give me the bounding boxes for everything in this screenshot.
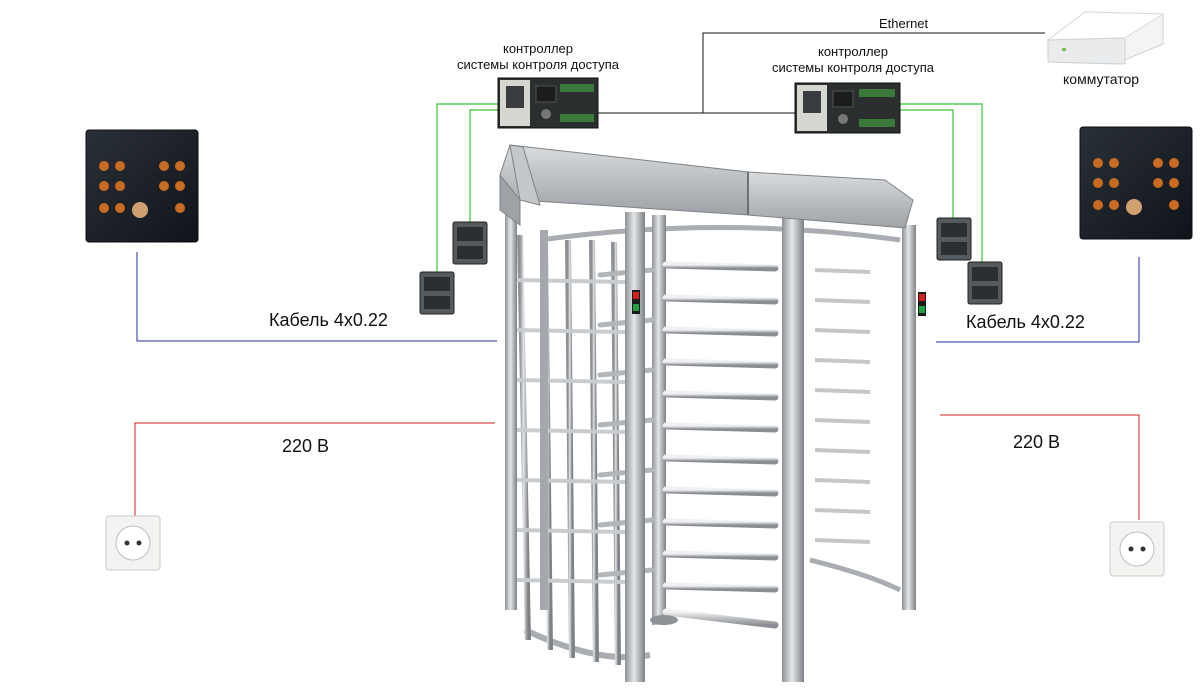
power-right-label: 220 В <box>1013 432 1061 452</box>
card-reader-left-inner-icon <box>452 221 488 265</box>
network-switch-icon <box>1046 11 1165 65</box>
controller-left-label-line2: системы контроля доступа <box>457 57 619 72</box>
cable-left-line <box>136 252 497 342</box>
reader-wires-left <box>436 103 498 282</box>
card-reader-right-inner-icon <box>936 217 972 261</box>
power-socket-right-icon <box>1109 521 1165 577</box>
controller-right-label: контроллер системы контроля доступа <box>748 44 958 76</box>
controller-right-label-line2: системы контроля доступа <box>772 60 934 75</box>
card-reader-left-outer-icon <box>419 271 455 315</box>
card-reader-right-outer-icon <box>967 261 1003 305</box>
controller-left-label: контроллер системы контроля доступа <box>433 41 643 73</box>
power-left-line <box>134 422 495 516</box>
reader-wires-right <box>900 103 983 262</box>
remote-control-panel-left-icon <box>85 129 199 243</box>
controller-right-label-line1: контроллер <box>817 44 888 59</box>
cable-left-label: Кабель 4x0.22 <box>269 310 388 330</box>
ethernet-label: Ethernet <box>879 16 929 31</box>
controller-left-label-line1: контроллер <box>502 41 573 56</box>
remote-control-panel-right-icon <box>1079 126 1193 240</box>
power-right-line <box>940 414 1140 520</box>
power-left-label: 220 В <box>282 436 330 456</box>
cable-right-label: Кабель 4x0.22 <box>966 312 1085 332</box>
ethernet-line <box>598 32 1045 114</box>
cable-right-line <box>936 257 1140 343</box>
power-socket-left-icon <box>105 515 161 571</box>
access-controller-right-icon <box>794 82 901 134</box>
switch-label: коммутатор <box>1063 71 1140 87</box>
access-controller-left-icon <box>497 77 599 129</box>
full-height-turnstile-icon <box>499 144 926 682</box>
